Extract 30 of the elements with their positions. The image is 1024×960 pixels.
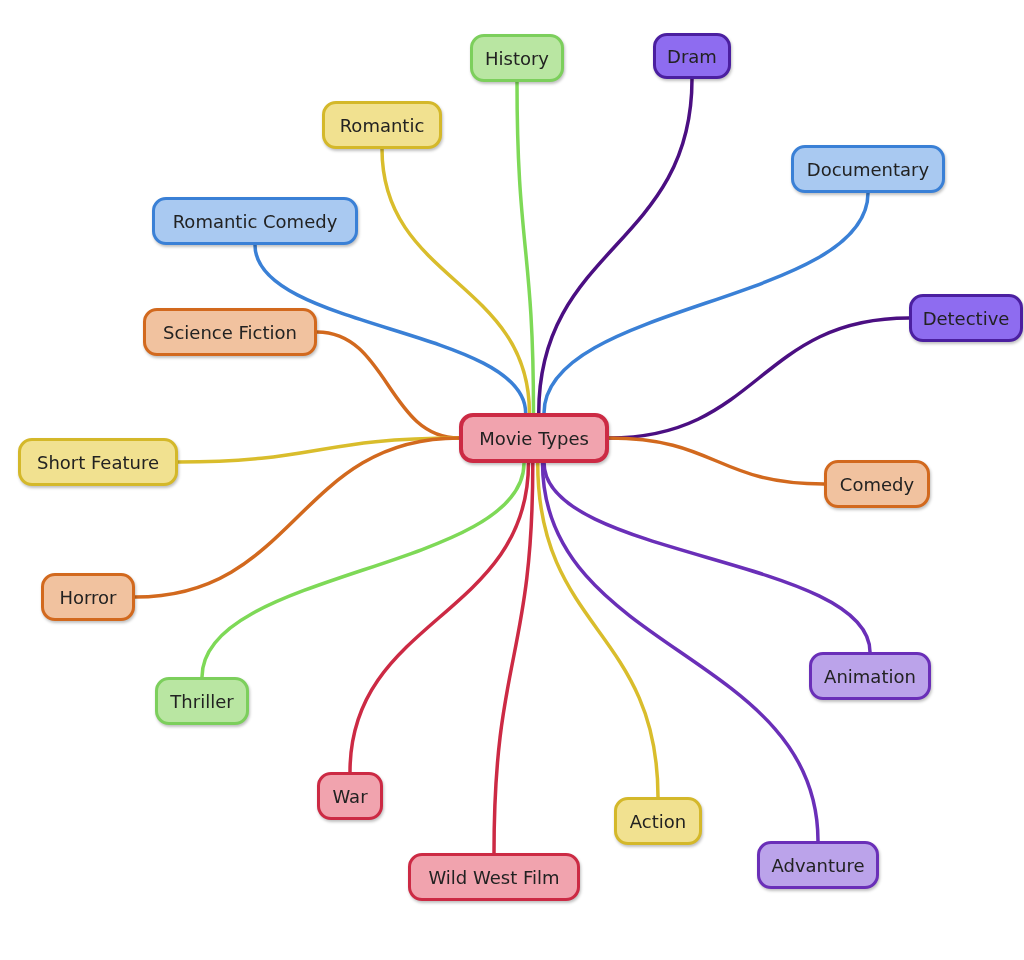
topic-box: Advanture [757,841,879,889]
topic-box: Short Feature [18,438,178,486]
topic-box: Action [614,797,702,845]
connector-line [608,436,825,486]
topic-box: Science Fiction [143,308,317,356]
connector-line [253,244,528,414]
connector-line [134,436,460,599]
connector-line [542,462,872,653]
topic-box: Romantic [322,101,442,149]
topic-box: War [317,772,383,820]
connector-line [540,462,820,842]
topic-box: Dram [653,33,731,79]
connector-line [537,78,694,414]
connector-line [348,462,531,773]
topic-box: Wild West Film [408,853,580,901]
connector-line [535,462,660,798]
connector-line [515,82,536,413]
connector-line [200,462,526,678]
topic-box: Comedy [824,460,930,508]
central-topic-box: Movie Types [459,413,609,463]
connector-line [492,462,535,854]
topic-box: Animation [809,652,931,700]
topic-box: Detective [909,294,1023,342]
topic-box: Thriller [155,677,249,725]
topic-box: Documentary [791,145,945,193]
topic-box: Horror [41,573,135,621]
connector-line [542,192,870,414]
connector-line [380,148,532,414]
topic-box: Romantic Comedy [152,197,358,245]
topic-box: History [470,34,564,82]
